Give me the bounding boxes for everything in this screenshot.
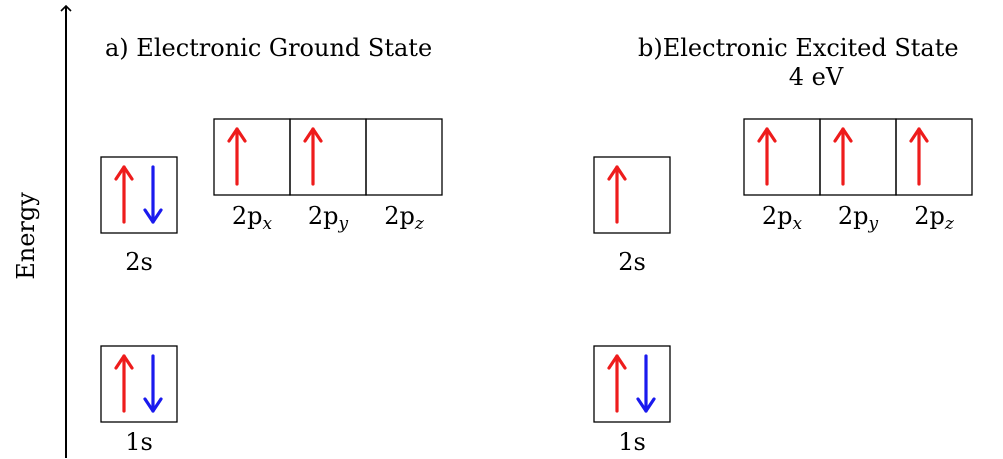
orbital-label: 2s — [125, 248, 153, 276]
energy-axis: Energy — [12, 4, 72, 458]
orbital-label: 2pz — [914, 202, 955, 234]
spin-down-arrow — [143, 165, 163, 224]
panel-excited-state: b)Electronic Excited State 4 eV 1s 2s 2p… — [593, 34, 973, 456]
orbital-label: 1s — [125, 428, 153, 456]
orbital-box — [365, 118, 443, 196]
spin-up-arrow — [607, 354, 627, 413]
orbital-2px-excited: 2px — [743, 118, 821, 234]
orbital-box — [593, 156, 671, 234]
orbital-1s-ground: 1s — [100, 345, 178, 456]
spin-down-arrow — [143, 354, 163, 413]
orbital-2pz-ground: 2pz — [365, 118, 443, 234]
orbital-label: 1s — [618, 428, 646, 456]
orbital-box — [819, 118, 897, 196]
spin-up-arrow — [303, 127, 323, 186]
spin-up-arrow — [833, 127, 853, 186]
orbital-label: 2px — [232, 202, 273, 234]
orbital-label: 2py — [838, 202, 879, 234]
orbital-2s-ground: 2s — [100, 156, 178, 276]
orbital-box — [593, 345, 671, 423]
spin-up-arrow — [227, 127, 247, 186]
orbital-2px-ground: 2px — [213, 118, 291, 234]
orbital-box — [100, 156, 178, 234]
orbital-box — [100, 345, 178, 423]
spin-up-arrow — [607, 165, 627, 224]
orbital-box — [743, 118, 821, 196]
panel-excited-state-title: b)Electronic Excited State — [638, 34, 959, 62]
orbital-box — [289, 118, 367, 196]
orbital-box — [895, 118, 973, 196]
orbital-2py-excited: 2py — [819, 118, 897, 234]
spin-up-arrow — [114, 165, 134, 224]
spin-up-arrow — [114, 354, 134, 413]
panel-ground-state: a) Electronic Ground State 1s 2s 2px 2py… — [100, 34, 443, 456]
orbital-1s-excited: 1s — [593, 345, 671, 456]
orbital-2s-excited: 2s — [593, 156, 671, 276]
orbital-label: 2px — [762, 202, 803, 234]
panel-ground-state-title: a) Electronic Ground State — [105, 34, 432, 62]
orbital-label: 2s — [618, 248, 646, 276]
orbital-2pz-excited: 2pz — [895, 118, 973, 234]
spin-up-arrow — [757, 127, 777, 186]
orbital-label: 2pz — [384, 202, 425, 234]
orbital-box — [213, 118, 291, 196]
orbital-label: 2py — [308, 202, 349, 234]
orbital-2py-ground: 2py — [289, 118, 367, 234]
spin-up-arrow — [909, 127, 929, 186]
spin-down-arrow — [636, 354, 656, 413]
energy-axis-label: Energy — [12, 192, 40, 280]
excitation-energy-label: 4 eV — [789, 63, 844, 91]
